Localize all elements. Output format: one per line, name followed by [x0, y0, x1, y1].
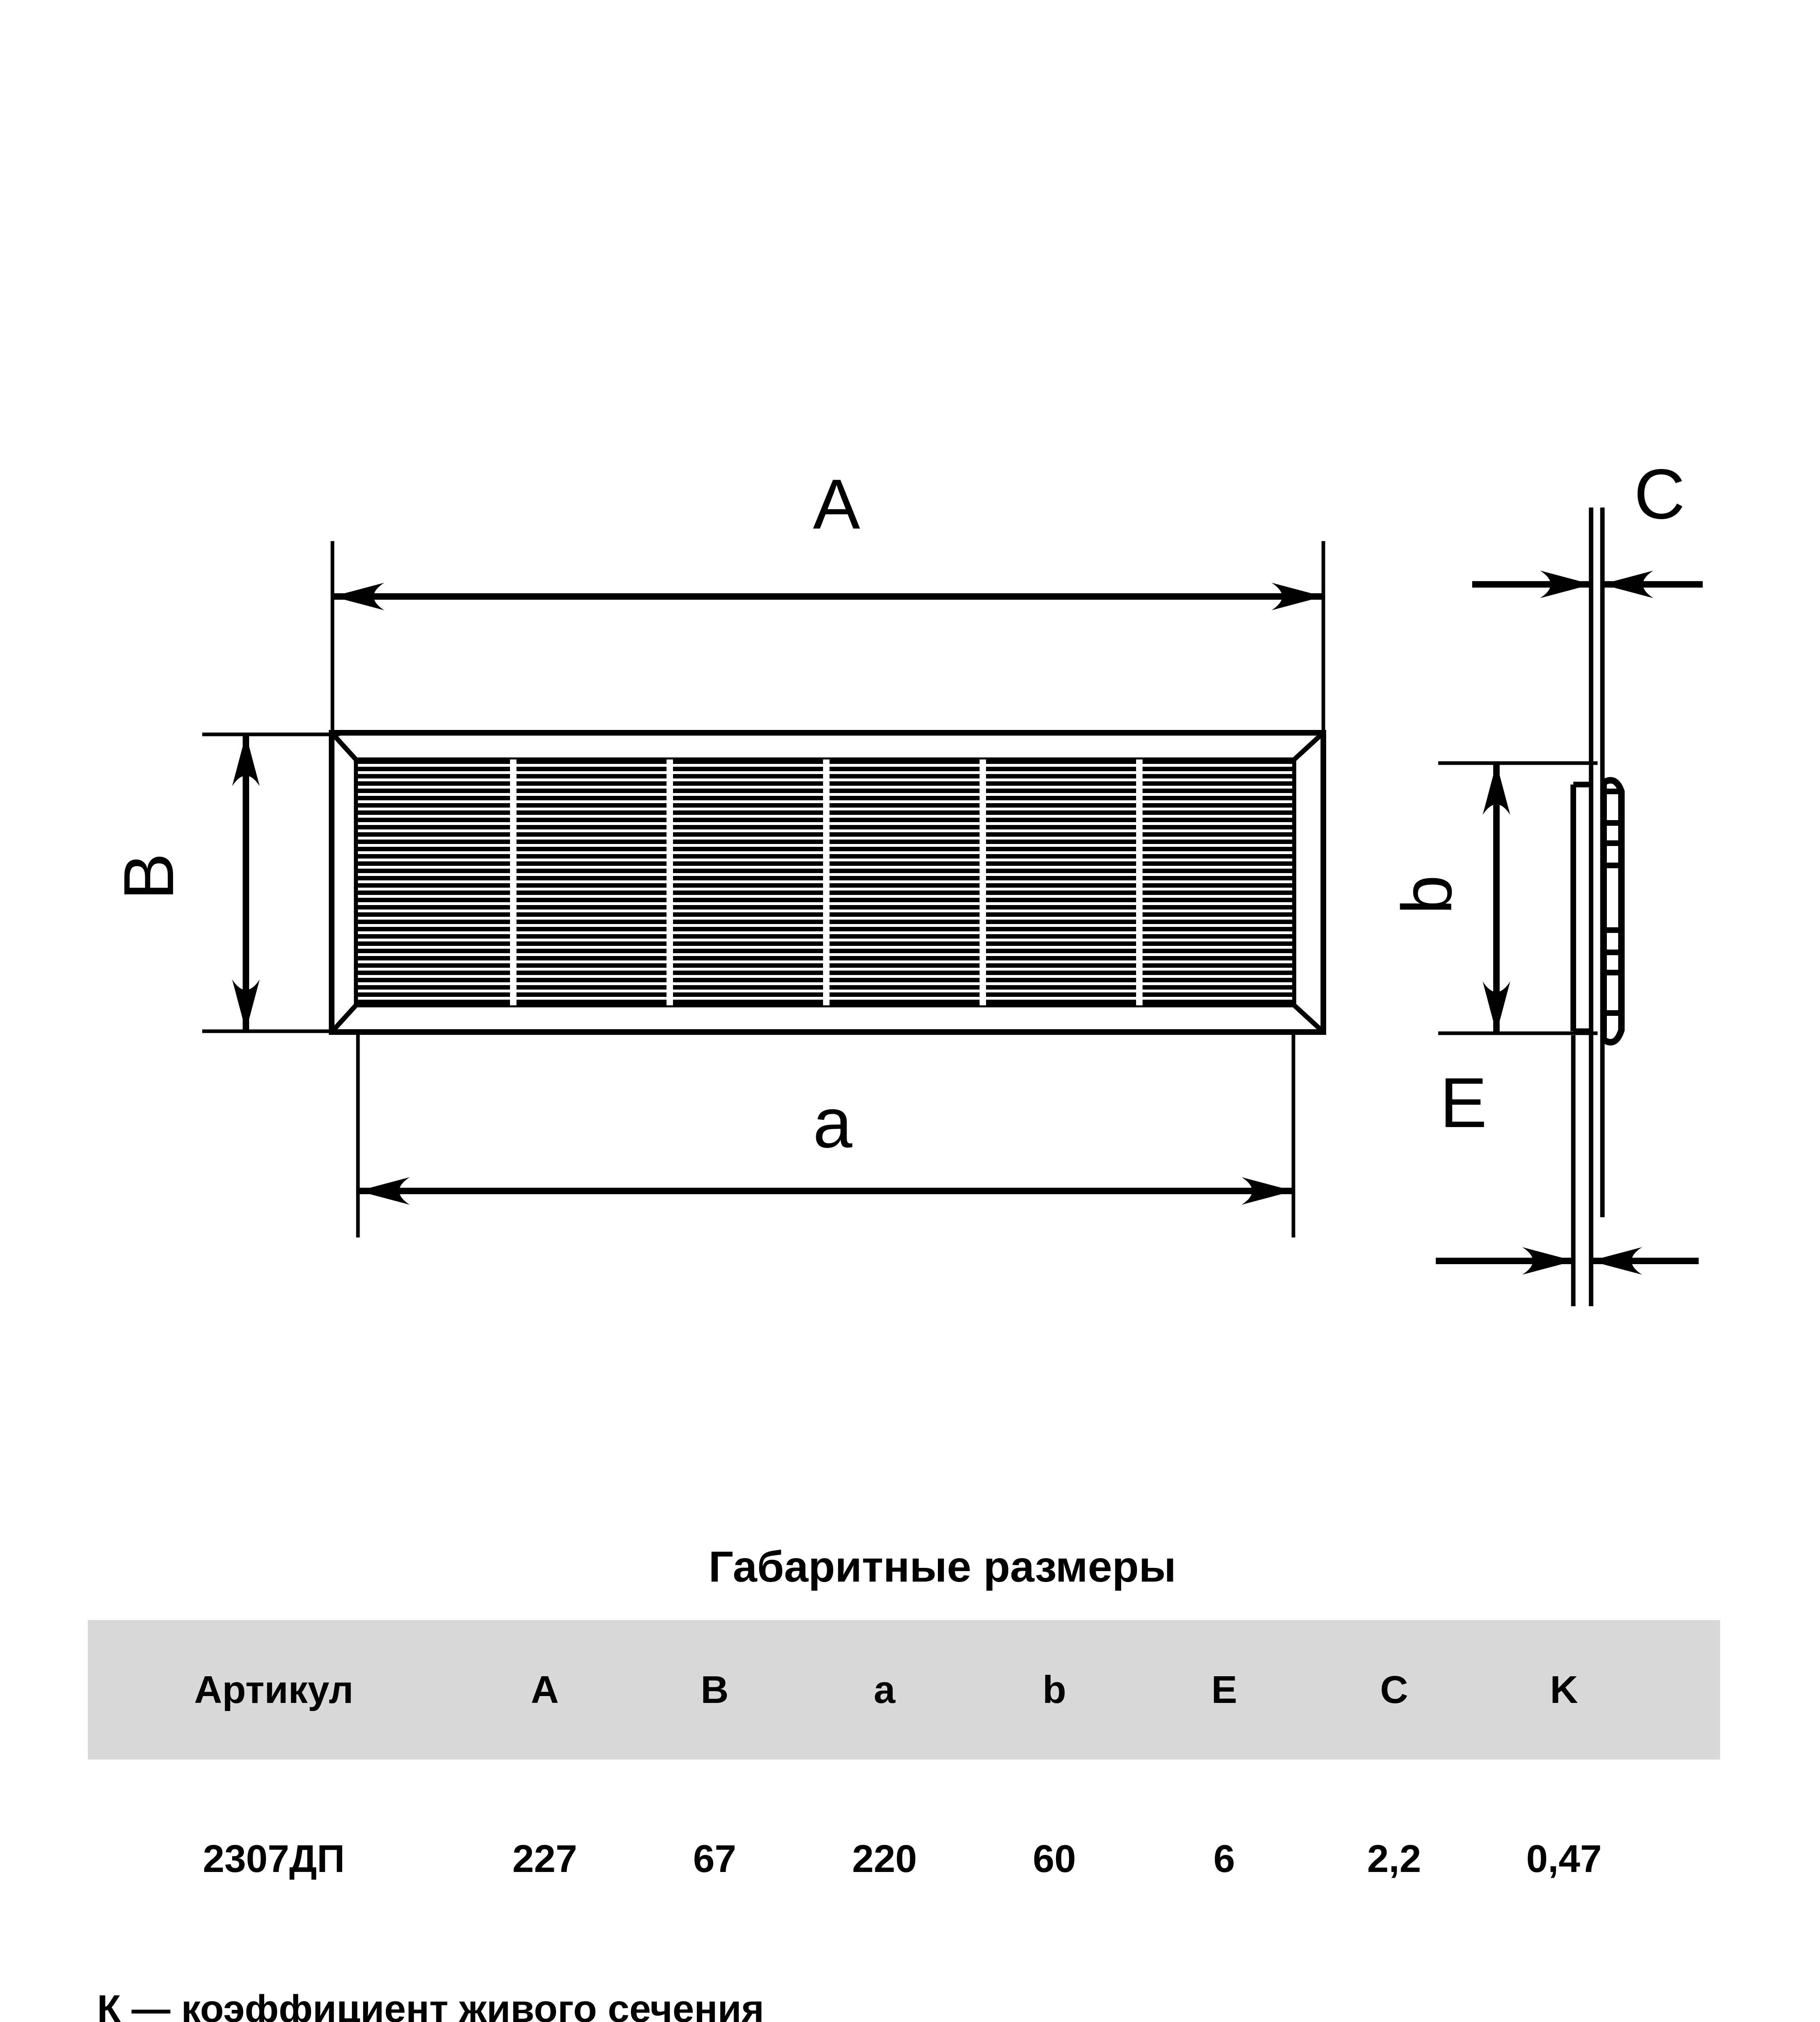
column-header-K: K	[1550, 1668, 1578, 1711]
cell-b: 60	[1033, 1837, 1076, 1880]
dimension-label-E: E	[1440, 1064, 1487, 1142]
cell-K: 0,47	[1526, 1837, 1602, 1880]
cell-A: 227	[512, 1837, 578, 1880]
cell-article: 2307ДП	[203, 1837, 345, 1880]
table-header-band	[88, 1620, 1720, 1760]
dimension-E	[1436, 1035, 1699, 1306]
column-header-C: C	[1380, 1668, 1408, 1711]
dimension-A	[330, 541, 1325, 740]
dimension-C	[1472, 571, 1703, 598]
table-row: 2307ДП 227 67 220 60 6 2,2 0,47	[0, 1798, 1820, 1920]
column-header-article: Артикул	[194, 1668, 353, 1711]
column-header-a: a	[874, 1668, 895, 1711]
dimension-label-A: A	[813, 465, 860, 544]
side-view	[1570, 508, 1625, 1217]
dimensions-table: Артикул A B a b E C K 2307ДП 227 67 220 …	[0, 1620, 1820, 1920]
dimension-label-B: B	[109, 853, 188, 900]
louver-field	[356, 759, 1294, 1005]
column-header-b: b	[1042, 1668, 1067, 1711]
cell-C: 2,2	[1367, 1837, 1421, 1880]
dimension-a	[356, 1029, 1295, 1237]
technical-drawing	[202, 508, 1703, 1306]
dimension-label-b: b	[1388, 875, 1467, 915]
dimension-b	[1438, 761, 1598, 1035]
dimension-label-C: C	[1634, 455, 1685, 534]
dimension-B	[202, 732, 340, 1033]
table-title: Габаритные размеры	[709, 1542, 1176, 1591]
table-header-row: Артикул A B a b E C K	[0, 1620, 1820, 1760]
dimensions-table-block: Габаритные размеры Артикул A B a b E C K…	[0, 1545, 1820, 1920]
column-header-A: A	[531, 1668, 559, 1711]
dimension-label-a: a	[813, 1084, 853, 1163]
cell-a: 220	[852, 1837, 917, 1880]
column-header-B: B	[700, 1668, 729, 1711]
column-header-E: E	[1211, 1668, 1238, 1711]
cell-E: 6	[1213, 1837, 1235, 1880]
table-footnote: К — коэффициент живого сечения	[97, 1987, 764, 2022]
cell-B: 67	[693, 1837, 736, 1880]
